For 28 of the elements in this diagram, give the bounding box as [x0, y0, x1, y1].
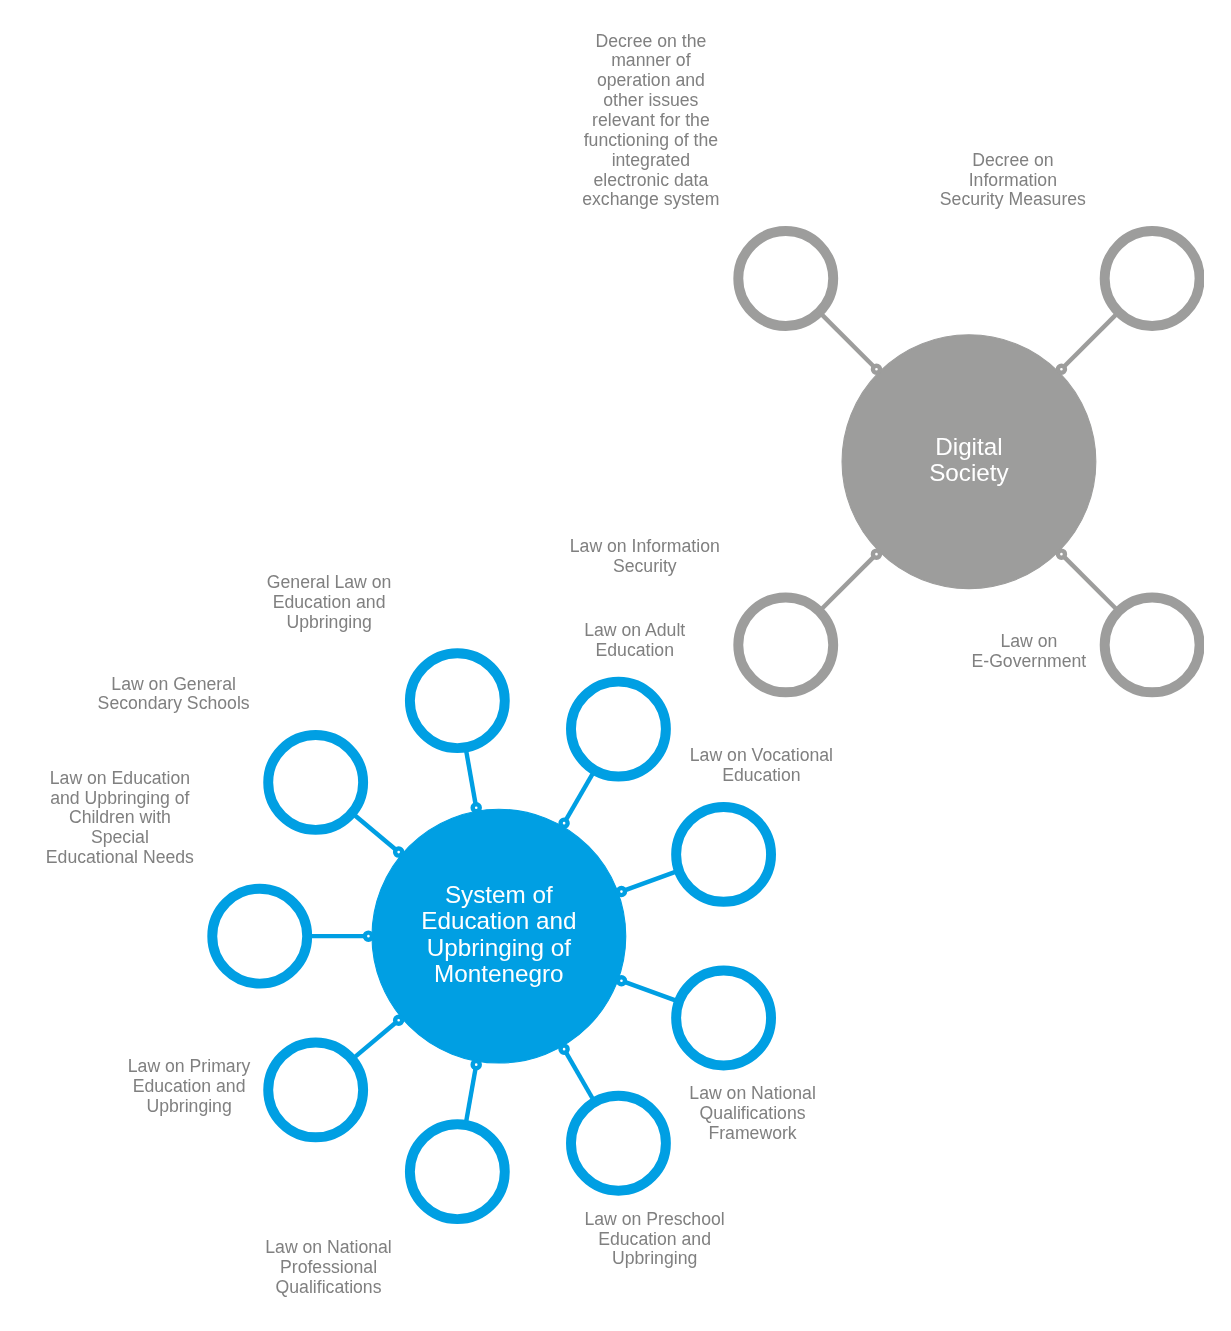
node-circle [565, 676, 671, 782]
node-label: Decree on the manner of operation and other issues relevant for the functioning of the integrated electronic data exchange system [581, 30, 720, 210]
node-label: Law on General Secondary Schools [97, 673, 250, 714]
node-circle [262, 730, 368, 835]
node-label: General Law on Education and Upbringing [266, 571, 391, 632]
connector [1055, 548, 1120, 613]
node-circle [670, 965, 776, 1071]
node-label: Decree on Information Security Measures [939, 149, 1086, 210]
node-label: Law on National Qualifications Framework [688, 1083, 816, 1144]
node-label: Law on National Professional Qualifications [264, 1237, 392, 1297]
node-circle [1099, 592, 1204, 698]
node-label: Law on Education and Upbringing of Children with Special Educational Needs [45, 767, 194, 868]
node-circle [206, 883, 312, 989]
node-circle: Digital Society [841, 334, 1096, 590]
node-circle [732, 226, 838, 331]
node-circle [404, 648, 510, 754]
node-circle [732, 592, 838, 698]
node-label: Law on Primary Education and Upbringing [127, 1056, 250, 1116]
node-circle [565, 1090, 671, 1196]
node-label: Law on Vocational Education [689, 745, 833, 786]
node-label: Law on Adult Education [583, 620, 685, 661]
node-circle [1099, 226, 1204, 331]
node-circle [670, 801, 776, 907]
node-label: Law on Information Security [569, 535, 720, 576]
node-circle [262, 1037, 368, 1143]
node-label: Law on Preschool Education and Upbringing [583, 1208, 725, 1269]
node-label: Law on E-Government [971, 630, 1086, 671]
node-circle [404, 1119, 510, 1225]
